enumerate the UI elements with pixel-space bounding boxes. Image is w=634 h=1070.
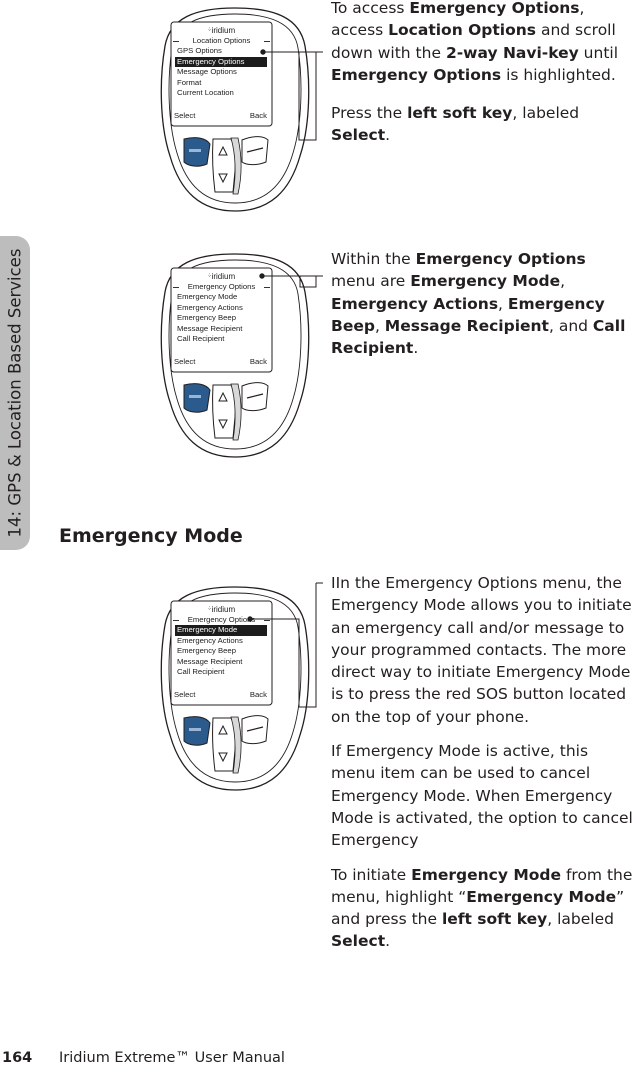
menu-item[interactable]: Call Recipient xyxy=(177,667,225,676)
paragraph: To access Emergency Options, access Loca… xyxy=(331,0,631,86)
phone-screen: ·:·iridium Emergency Options Emergency M… xyxy=(173,603,270,703)
text-bold: Emergency Options xyxy=(409,0,580,17)
soft-key-right-label: Back xyxy=(249,690,267,699)
text-run: until xyxy=(578,43,619,62)
menu-item[interactable]: Call Recipient xyxy=(177,334,225,343)
text-run: , xyxy=(374,316,385,335)
text-bold: Emergency Mode xyxy=(411,865,562,884)
menu-item[interactable]: Emergency Beep xyxy=(177,313,236,322)
instruction-text-emergency-options-menu: Within the Emergency Options menu are Em… xyxy=(331,248,631,359)
iridium-logo: ·:·iridium xyxy=(173,605,270,615)
phone-body xyxy=(160,253,310,458)
text-bold: Location Options xyxy=(388,21,537,40)
menu-title: Emergency Options xyxy=(173,282,270,292)
menu-item[interactable]: GPS Options xyxy=(177,46,222,55)
manual-title: Iridium Extreme™ User Manual xyxy=(59,1050,285,1066)
satellite-dots-icon: ·:· xyxy=(207,27,212,33)
soft-key-right-label: Back xyxy=(249,111,267,120)
menu-title: Location Options xyxy=(173,36,270,46)
text-bold: Emergency Options xyxy=(415,250,586,268)
phone-illustration: ·:·iridium Emergency Options Emergency M… xyxy=(150,585,320,795)
logo-text: iridium xyxy=(211,26,236,35)
paragraph: Within the Emergency Options menu are Em… xyxy=(331,248,631,359)
logo-text: iridium xyxy=(211,272,236,281)
text-run: To initiate xyxy=(331,865,412,884)
text-run: . xyxy=(413,339,419,358)
iridium-logo: ·:·iridium xyxy=(173,272,270,282)
text-run: ” and press the xyxy=(331,887,625,929)
menu-item[interactable]: Emergency Options xyxy=(175,56,267,67)
text-bold: Call Recipient xyxy=(331,316,626,358)
paragraph: To initiate Emergency Mode from the menu… xyxy=(331,864,634,953)
satellite-dots-icon: ·:· xyxy=(207,606,212,612)
text-bold: Select xyxy=(331,126,386,145)
text-run: , and xyxy=(548,316,593,335)
text-run: , labeled xyxy=(547,910,614,929)
text-bold: left soft key xyxy=(441,910,548,929)
text-run: Within the xyxy=(331,250,416,268)
logo-text: iridium xyxy=(211,605,236,614)
text-run: menu are xyxy=(331,272,411,291)
text-run: is highlighted. xyxy=(501,65,616,84)
text-bold: Emergency Mode xyxy=(466,887,617,906)
instruction-text-access-emergency-options: To access Emergency Options, access Loca… xyxy=(331,0,631,147)
paragraph: Press the left soft key, labeled Select. xyxy=(331,102,631,147)
text-bold: Emergency Beep xyxy=(331,294,605,335)
soft-key-left-label: Select xyxy=(174,111,196,120)
text-bold: 2-way Navi-key xyxy=(445,43,579,62)
text-run: and scroll down with the xyxy=(331,21,616,62)
menu-item[interactable]: Emergency Mode xyxy=(177,292,238,301)
chapter-side-tab xyxy=(0,236,30,550)
paragraph: If Emergency Mode is active, this menu i… xyxy=(331,742,633,850)
text-run: To access xyxy=(331,0,410,17)
text-run: Press the xyxy=(331,104,408,123)
text-bold: Select xyxy=(331,932,386,951)
text-run: . xyxy=(385,932,391,951)
paragraph: IIn the Emergency Options menu, the Emer… xyxy=(331,574,632,726)
soft-key-left-label: Select xyxy=(174,690,196,699)
satellite-dots-icon: ·:· xyxy=(207,273,212,279)
text-run: . xyxy=(385,126,391,145)
iridium-logo: ·:·iridium xyxy=(173,26,270,36)
phone-screen: ·:·iridium Emergency Options Emergency M… xyxy=(173,270,270,370)
menu-item[interactable]: Emergency Actions xyxy=(177,635,243,645)
section-heading: Emergency Mode xyxy=(59,525,243,547)
text-run: from the menu, highlight “ xyxy=(331,865,633,906)
menu-item[interactable]: Emergency Actions xyxy=(177,302,243,312)
menu-item[interactable]: Message Recipient xyxy=(177,323,243,333)
menu-title: Emergency Options xyxy=(173,615,270,625)
phone-body xyxy=(160,7,310,212)
menu-item[interactable]: Format xyxy=(177,77,202,87)
page-number: 164 xyxy=(2,1050,33,1066)
menu-item[interactable]: Emergency Beep xyxy=(177,646,236,655)
menu-item[interactable]: Current Location xyxy=(177,88,234,97)
soft-key-left-label: Select xyxy=(174,357,196,366)
text-bold: Emergency Mode xyxy=(410,272,561,291)
text-bold: Emergency Actions xyxy=(331,294,499,313)
menu-item[interactable]: Message Options xyxy=(177,67,237,76)
instruction-text-emergency-mode: IIn the Emergency Options menu, the Emer… xyxy=(331,572,634,953)
text-run: , labeled xyxy=(512,104,580,123)
text-run: , xyxy=(560,272,566,291)
text-run: , access xyxy=(331,0,585,40)
text-bold: left soft key xyxy=(407,104,513,123)
menu-item[interactable]: Message Recipient xyxy=(177,656,243,666)
menu-item[interactable]: Emergency Mode xyxy=(175,625,267,636)
text-run: , xyxy=(498,294,508,313)
phone-illustration: ·:·iridium Emergency Options Emergency M… xyxy=(150,252,320,462)
text-bold: Emergency Options xyxy=(331,65,502,84)
soft-key-right-label: Back xyxy=(249,357,267,366)
text-bold: Message Recipient xyxy=(384,316,549,335)
